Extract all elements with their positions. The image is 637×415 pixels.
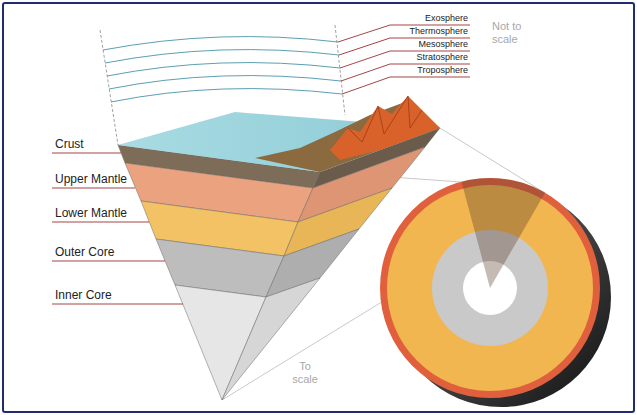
mountain-ridges xyxy=(348,96,422,142)
earth-sphere xyxy=(380,178,611,407)
leader-line xyxy=(52,304,183,305)
wedge-side xyxy=(222,128,440,400)
layer-label: Crust xyxy=(55,137,145,151)
atmosphere-arc xyxy=(109,76,341,89)
scale-note: To scale xyxy=(286,360,324,386)
wedge-sector xyxy=(462,178,546,288)
layer-label: Mesosphere xyxy=(380,39,468,50)
layer-label: Stratosphere xyxy=(380,52,468,63)
leader-line xyxy=(52,261,165,262)
layer-label: Troposphere xyxy=(380,65,468,76)
layer-label: Outer Core xyxy=(55,245,155,259)
layer-label: Upper Mantle xyxy=(55,172,155,186)
dashed-line xyxy=(335,25,345,115)
atmosphere-arc xyxy=(111,89,342,102)
leader-line xyxy=(52,188,135,189)
surface xyxy=(118,96,440,172)
leader-line xyxy=(52,222,149,223)
layer-label: Inner Core xyxy=(55,288,155,302)
leader-lines xyxy=(52,25,470,304)
sphere-crust xyxy=(380,178,600,398)
atmosphere-arc xyxy=(103,37,338,50)
mountains xyxy=(330,96,440,160)
leader-line xyxy=(52,153,121,154)
outer-core-layer xyxy=(156,239,284,297)
leader-line xyxy=(342,77,470,94)
atmosphere-arc xyxy=(105,50,339,63)
leader-line xyxy=(341,64,470,81)
scale-note: Not to scale xyxy=(492,20,538,46)
atmosphere-arcs xyxy=(103,37,342,102)
layer-label: Exosphere xyxy=(380,13,468,24)
layer-label: Lower Mantle xyxy=(55,206,155,220)
layer-label: Thermosphere xyxy=(380,26,468,37)
atmosphere-arc xyxy=(107,63,340,76)
